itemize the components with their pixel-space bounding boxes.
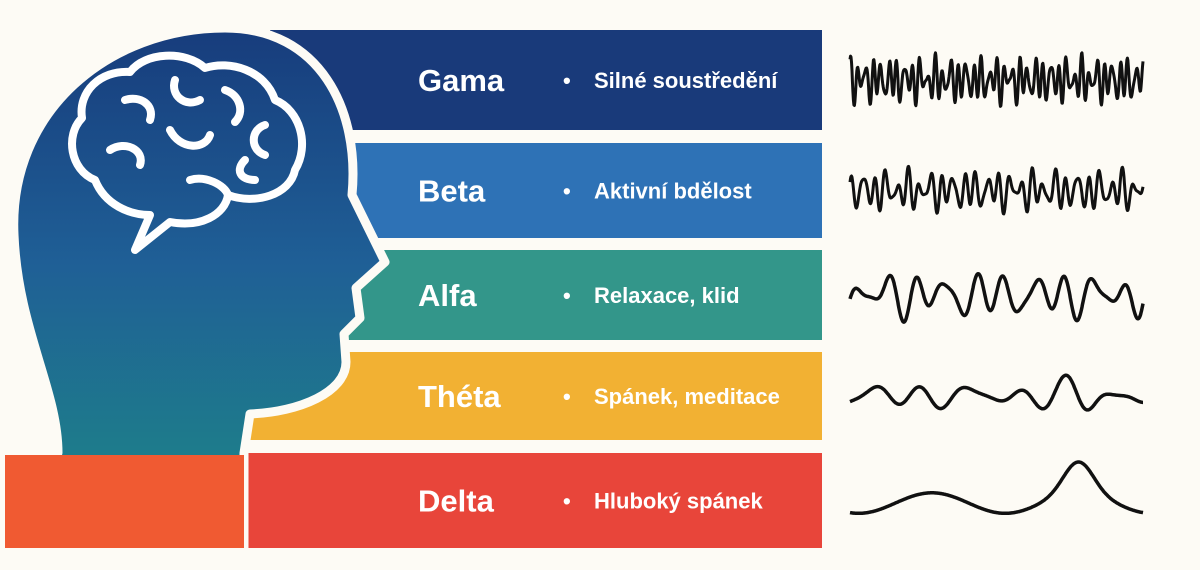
band-description-delta: Hluboký spánek — [594, 489, 763, 514]
brain-icon — [68, 51, 307, 254]
bullet: • — [563, 489, 571, 514]
band-gama — [270, 30, 822, 130]
bullet: • — [563, 179, 571, 204]
neck-region — [5, 455, 260, 548]
band-name-beta: Beta — [418, 174, 486, 209]
bullet: • — [563, 283, 571, 308]
waveform-theta — [848, 373, 1145, 412]
band-description-theta: Spánek, meditace — [594, 384, 780, 409]
band-name-delta: Delta — [418, 484, 495, 519]
waveforms — [848, 51, 1145, 516]
waveform-beta — [848, 164, 1145, 216]
band-description-gama: Silné soustředění — [594, 68, 778, 93]
band-name-alfa: Alfa — [418, 278, 477, 313]
band-name-theta: Théta — [418, 379, 501, 414]
band-name-gama: Gama — [418, 63, 505, 98]
band-description-alfa: Relaxace, klid — [594, 283, 740, 308]
waveform-gama — [848, 51, 1145, 108]
band-delta — [240, 453, 822, 548]
bullet: • — [563, 384, 571, 409]
waveform-alfa — [848, 271, 1145, 324]
bullet: • — [563, 68, 571, 93]
band-description-beta: Aktivní bdělost — [594, 179, 752, 204]
head-silhouette — [0, 23, 390, 553]
waveform-delta — [848, 460, 1145, 516]
band-rows — [240, 30, 822, 548]
